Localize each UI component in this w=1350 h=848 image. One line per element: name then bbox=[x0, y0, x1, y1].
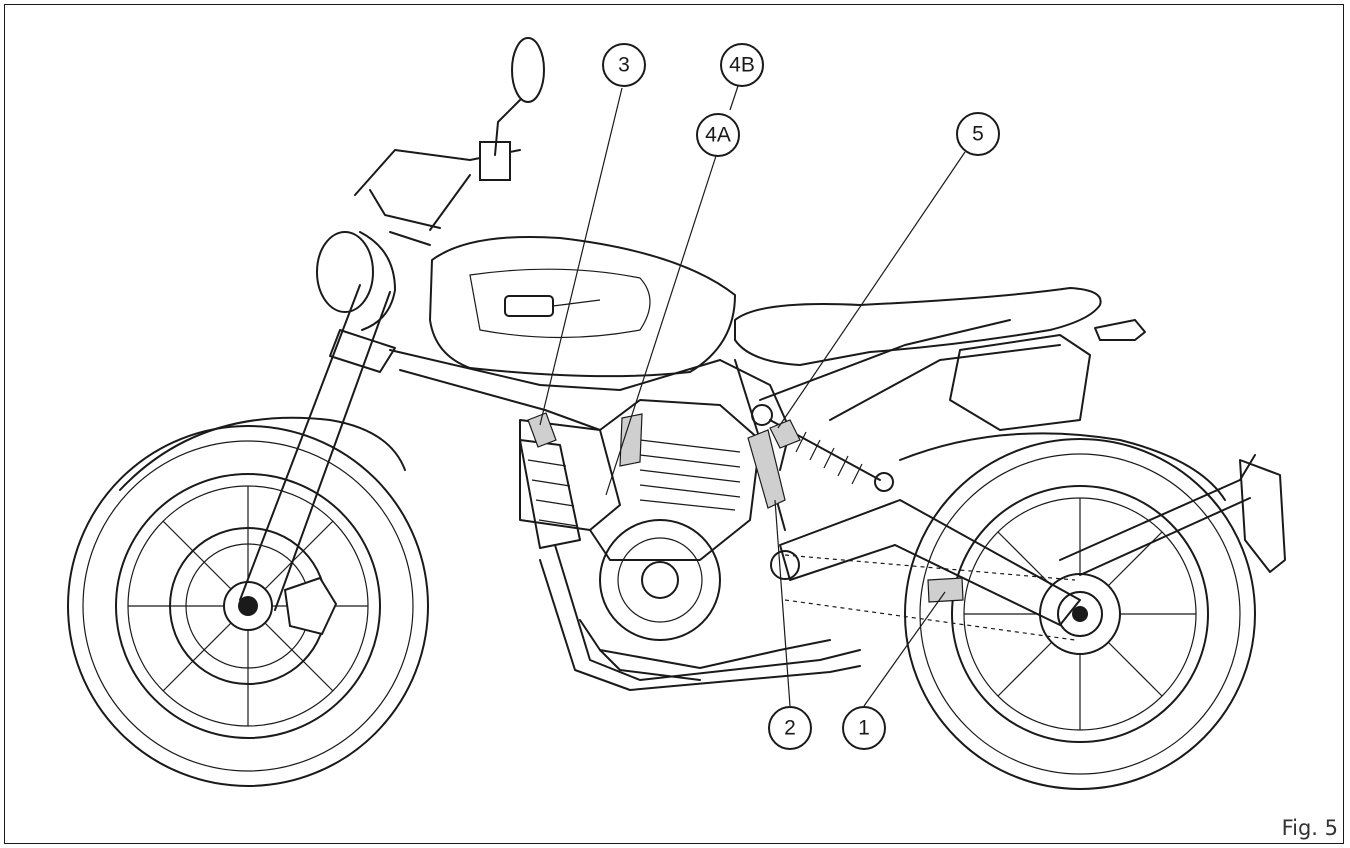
exhaust bbox=[539, 544, 861, 691]
svg-text:3: 3 bbox=[618, 54, 630, 77]
front-fork bbox=[239, 231, 431, 611]
figure-frame bbox=[4, 4, 1344, 844]
headlight bbox=[316, 231, 396, 331]
figure-label: Fig. 5 bbox=[1281, 816, 1338, 840]
svg-text:4B: 4B bbox=[729, 54, 755, 77]
side-panel bbox=[949, 334, 1091, 431]
oil-cooler bbox=[519, 439, 581, 549]
rear-wheel bbox=[904, 438, 1256, 790]
callout-1: 1 bbox=[842, 706, 886, 750]
callout-4A: 4A bbox=[696, 113, 740, 157]
svg-text:1: 1 bbox=[858, 717, 870, 740]
label-tag-5 bbox=[769, 419, 801, 449]
label-tag-2 bbox=[747, 429, 786, 509]
label-tag-1 bbox=[927, 577, 964, 603]
mirror bbox=[494, 37, 545, 156]
callout-3: 3 bbox=[602, 43, 646, 87]
fuel-tank bbox=[429, 235, 736, 378]
front-wheel bbox=[67, 425, 429, 787]
callout-2: 2 bbox=[768, 706, 812, 750]
license-plate-holder bbox=[1059, 454, 1286, 576]
front-fender bbox=[119, 416, 406, 491]
svg-text:4A: 4A bbox=[705, 124, 731, 147]
svg-text:2: 2 bbox=[784, 717, 796, 740]
rear-wheel-spokes bbox=[964, 498, 1196, 730]
rear-fender bbox=[899, 432, 1226, 501]
drive-chain bbox=[784, 554, 1076, 641]
leader-lines bbox=[539, 85, 966, 707]
callout-4B: 4B bbox=[720, 43, 764, 87]
label-tag-3 bbox=[527, 412, 557, 448]
tail-light bbox=[1094, 319, 1146, 341]
callout-5: 5 bbox=[956, 112, 1000, 156]
swingarm bbox=[770, 499, 1081, 626]
brake-caliper bbox=[283, 576, 338, 636]
frame-tubes bbox=[389, 319, 1061, 531]
label-tags bbox=[527, 412, 964, 603]
svg-text:5: 5 bbox=[972, 123, 984, 146]
seat bbox=[734, 287, 1102, 366]
